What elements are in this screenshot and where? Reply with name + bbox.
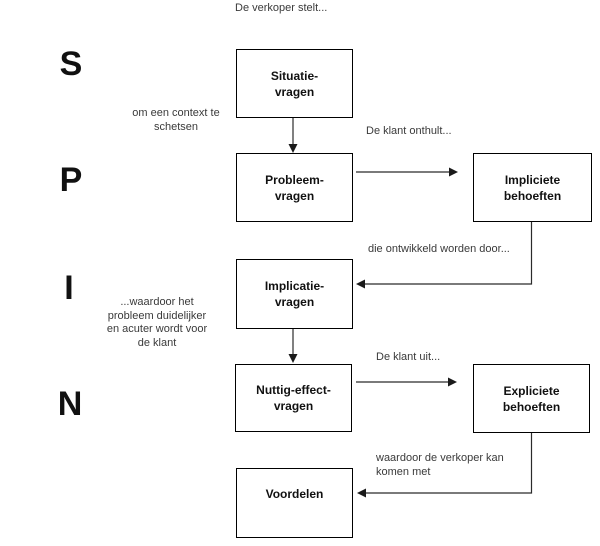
annotation-verkoper-stelt: De verkoper stelt... <box>235 2 328 14</box>
spin-letter-n: N <box>57 385 83 423</box>
box-situatie-vragen-label: Situatie- vragen <box>270 68 319 99</box>
annotation-klant-uit: De klant uit... <box>376 351 441 363</box>
arrow-probleem-to-impliciete <box>356 167 458 177</box>
box-probleem-vragen-label: Probleem- vragen <box>265 172 324 203</box>
box-nuttig-effect-vragen-label: Nuttig-effect- vragen <box>256 383 331 413</box>
annotation-context-schetsen: om een context te schetsen <box>132 107 220 133</box>
arrow-implicatie-to-nuttig <box>288 329 298 363</box>
box-implicatie-vragen-label: Implicatie- vragen <box>264 279 325 309</box>
arrow-situatie-to-probleem <box>288 118 298 153</box>
box-expliciete-behoeften-label: Expliciete behoeften <box>502 383 561 414</box>
box-nuttig-effect-vragen: Nuttig-effect- vragen <box>235 364 352 432</box>
annotation-verkoper-kan: waardoor de verkoper kan komen met <box>376 452 504 478</box>
spin-letter-i: I <box>64 269 74 307</box>
spin-letter-p: P <box>59 161 83 199</box>
box-voordelen: Voordelen <box>236 468 353 538</box>
annotation-klant-onthult: De klant onthult... <box>366 125 452 137</box>
annotation-waardoor-probleem: ...waardoor het probleem duidelijker en … <box>106 296 208 349</box>
box-expliciete-behoeften: Expliciete behoeften <box>473 364 590 433</box>
box-impliciete-behoeften: Impliciete behoeften <box>473 153 592 222</box>
box-situatie-vragen: Situatie- vragen <box>236 49 353 118</box>
box-impliciete-behoeften-label: Impliciete behoeften <box>503 172 562 203</box>
spin-letter-s: S <box>59 45 83 83</box>
arrow-nuttig-to-expliciete <box>356 377 457 387</box>
box-probleem-vragen: Probleem- vragen <box>236 153 353 222</box>
box-voordelen-label: Voordelen <box>265 487 324 501</box>
box-implicatie-vragen: Implicatie- vragen <box>236 259 353 329</box>
annotation-ontwikkeld-door: die ontwikkeld worden door... <box>368 243 510 255</box>
